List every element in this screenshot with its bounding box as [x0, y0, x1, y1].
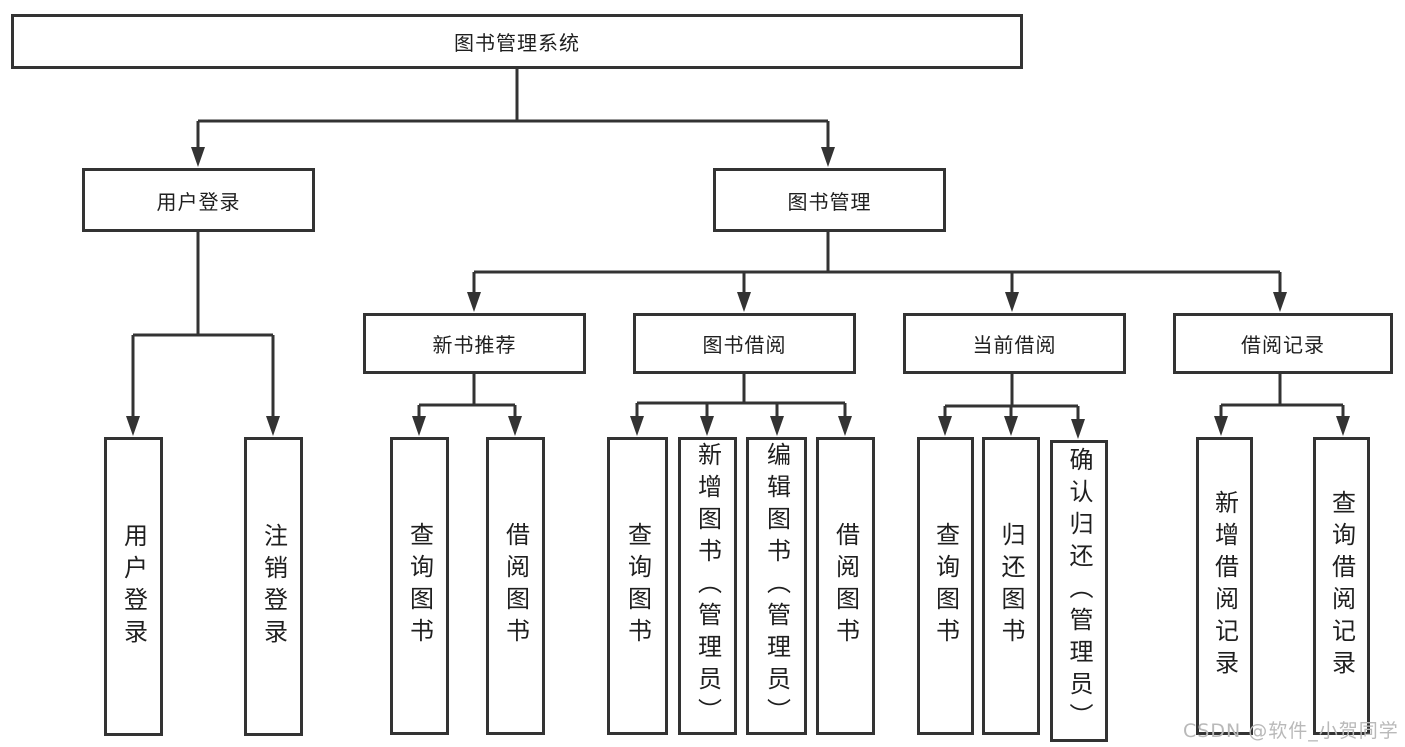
node-book-borrowing: 图书借阅	[633, 313, 856, 374]
leaf-borrowing-borrow-books: 借阅图书	[816, 437, 875, 735]
node-current-borrowing: 当前借阅	[903, 313, 1126, 374]
leaf-add-borrow-record: 新增借阅记录	[1196, 437, 1253, 735]
leaf-borrowing-query-books: 查询图书	[607, 437, 668, 735]
connector-trunk-lines	[131, 69, 1345, 423]
leaf-user-login: 用户登录	[104, 437, 163, 736]
leaf-return-books: 归还图书	[982, 437, 1040, 735]
leaf-recommend-query-books: 查询图书	[390, 437, 449, 735]
node-book-management-system: 图书管理系统	[11, 14, 1023, 69]
leaf-confirm-return-admin: 确认归还（管理员）	[1050, 440, 1108, 742]
node-user-login: 用户登录	[82, 168, 315, 232]
leaf-logout: 注销登录	[244, 437, 303, 736]
leaf-recommend-borrow-books: 借阅图书	[486, 437, 545, 735]
leaf-current-query-books: 查询图书	[917, 437, 974, 735]
leaf-query-borrow-record: 查询借阅记录	[1313, 437, 1370, 735]
leaf-edit-books-admin: 编辑图书（管理员）	[746, 437, 807, 735]
csdn-watermark: CSDN @软件_小贺同学	[1183, 720, 1399, 742]
leaf-add-books-admin: 新增图书（管理员）	[678, 437, 737, 735]
arrowheads	[126, 147, 1350, 439]
node-new-book-recommend: 新书推荐	[363, 313, 586, 374]
node-borrow-records: 借阅记录	[1173, 313, 1393, 374]
node-book-management: 图书管理	[713, 168, 946, 232]
